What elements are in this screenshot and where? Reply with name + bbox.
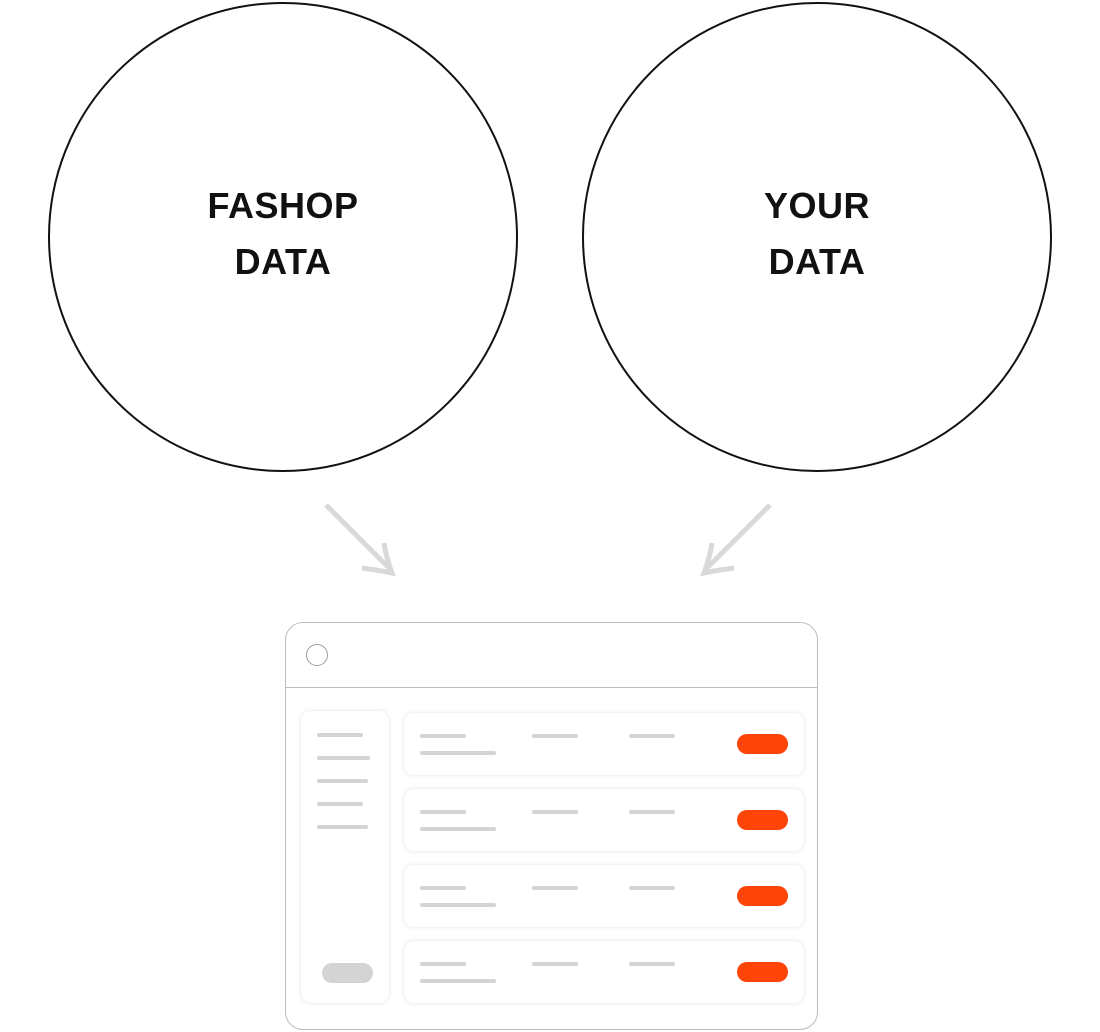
row-column-placeholder — [532, 886, 578, 890]
window-control-circle-icon — [306, 644, 328, 666]
your-data-circle: YOUR DATA — [582, 2, 1052, 472]
row-column-placeholder — [532, 810, 578, 814]
list-row — [404, 941, 804, 1003]
fashop-data-circle: FASHOP DATA — [48, 2, 518, 472]
row-status-pill — [737, 886, 788, 906]
fashop-data-label: FASHOP DATA — [207, 185, 359, 282]
sidebar-item-placeholder — [317, 802, 363, 806]
window-titlebar — [286, 623, 817, 688]
row-column-placeholder — [629, 886, 675, 890]
row-column-placeholder — [629, 810, 675, 814]
row-text-placeholder — [420, 886, 466, 890]
arrow-right-icon — [700, 503, 772, 577]
sidebar-button-placeholder — [322, 963, 373, 983]
sidebar-item-placeholder — [317, 733, 363, 737]
row-status-pill — [737, 734, 788, 754]
list-row — [404, 865, 804, 927]
app-window-mockup — [285, 622, 818, 1030]
row-status-pill — [737, 810, 788, 830]
list-row — [404, 789, 804, 851]
row-status-pill — [737, 962, 788, 982]
row-column-placeholder — [629, 962, 675, 966]
row-column-placeholder — [532, 734, 578, 738]
row-text-placeholder — [420, 734, 466, 738]
your-data-label: YOUR DATA — [763, 185, 870, 282]
row-subtext-placeholder — [420, 979, 496, 983]
row-column-placeholder — [532, 962, 578, 966]
row-subtext-placeholder — [420, 751, 496, 755]
row-subtext-placeholder — [420, 903, 496, 907]
sidebar — [301, 711, 389, 1003]
sidebar-item-placeholder — [317, 825, 368, 829]
row-subtext-placeholder — [420, 827, 496, 831]
sidebar-item-placeholder — [317, 756, 370, 760]
arrow-left-icon — [324, 503, 396, 577]
row-column-placeholder — [629, 734, 675, 738]
row-text-placeholder — [420, 962, 466, 966]
list-row — [404, 713, 804, 775]
sidebar-item-placeholder — [317, 779, 368, 783]
row-text-placeholder — [420, 810, 466, 814]
